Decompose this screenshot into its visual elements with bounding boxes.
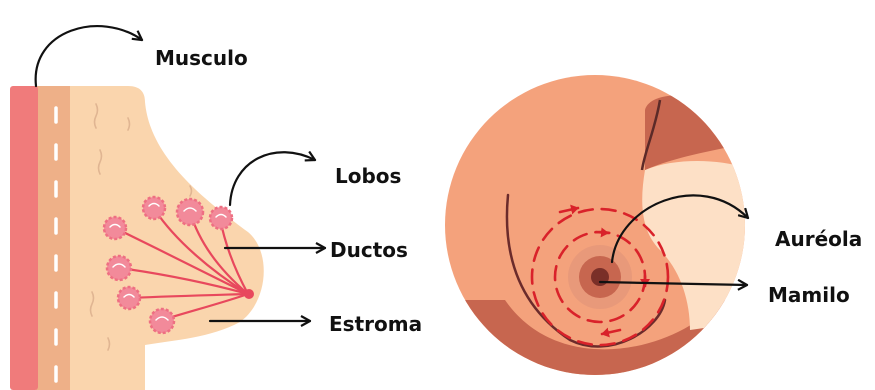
lobos-arrow <box>230 152 315 205</box>
lobe <box>143 197 165 219</box>
fat-layer <box>36 86 70 390</box>
nipple-front <box>591 268 609 286</box>
nipple-side <box>244 289 254 299</box>
lobe <box>104 217 126 239</box>
lobe <box>210 207 232 229</box>
lobe <box>150 309 174 333</box>
lobe <box>118 287 140 309</box>
label-estroma: Estroma <box>329 314 422 334</box>
label-mamilo: Mamilo <box>768 285 850 305</box>
muscle-layer <box>10 86 38 390</box>
lobe <box>177 199 203 225</box>
label-lobos: Lobos <box>335 166 401 186</box>
breast-side-view <box>10 86 264 390</box>
label-ductos: Ductos <box>330 240 408 260</box>
label-aureola: Auréola <box>775 229 862 249</box>
lobe <box>107 256 131 280</box>
musculo-arrow <box>36 26 142 86</box>
breast-front-view <box>430 75 760 390</box>
label-musculo: Musculo <box>155 48 248 68</box>
